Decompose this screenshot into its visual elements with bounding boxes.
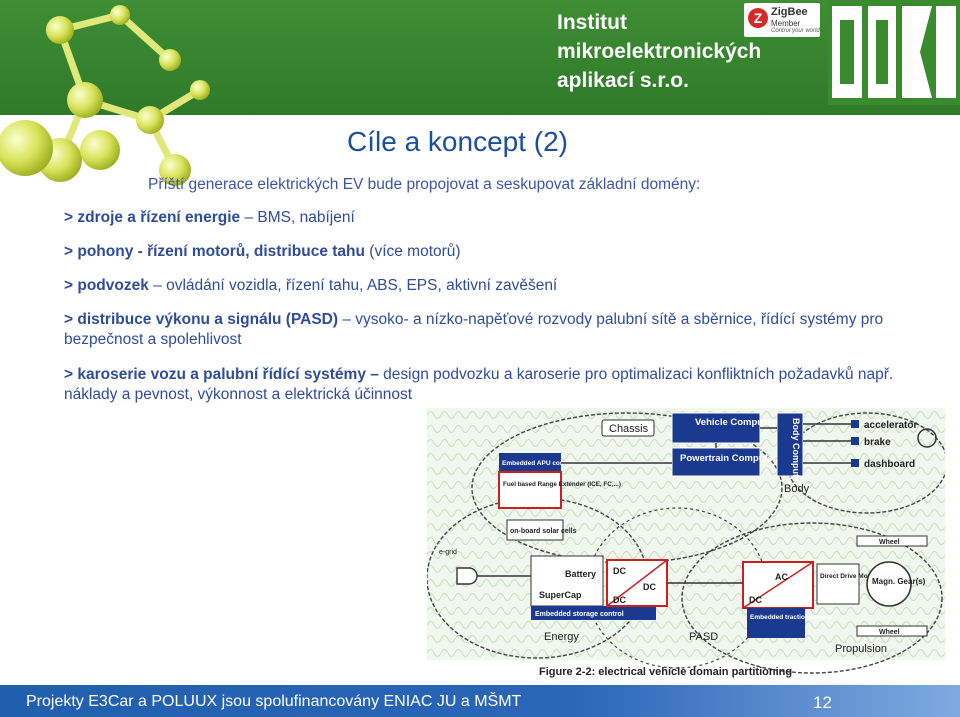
traction-control-box: [747, 608, 805, 638]
institute-name: Institut mikroelektronických aplikací s.…: [557, 8, 761, 95]
figure-caption: Figure 2-2: electrical vehicle domain pa…: [539, 666, 792, 678]
dc-low-label: DC: [613, 595, 626, 605]
institute-line-1: Institut: [557, 11, 627, 34]
storage-box: [530, 555, 604, 607]
body-label: Body: [784, 483, 810, 495]
rear-wheel: [856, 625, 928, 637]
zigbee-member: Member: [771, 19, 801, 28]
solar-cells-label: on-board solar cells: [510, 528, 577, 535]
steering-wheel-icon: [917, 428, 937, 448]
magn-gear-label: Magn. Gear(s): [872, 577, 926, 586]
bullet-energy-bold: > zdroje a řízení energie: [64, 209, 241, 226]
solar-cells-box: [506, 519, 564, 541]
direct-drive-box: [816, 563, 860, 605]
rear-wheel-label: Wheel: [879, 629, 900, 636]
institute-logo-icon: [828, 0, 960, 105]
institute-line-3: aplikací s.r.o.: [557, 69, 689, 92]
zigbee-name: ZigBee: [771, 6, 808, 18]
accelerator-marker: [851, 420, 859, 428]
battery-label: Battery: [565, 569, 596, 579]
front-wheel-label: Wheel: [879, 539, 900, 546]
bullet-energy: > zdroje a řízení energie – BMS, nabíjen…: [64, 208, 355, 228]
bullet-energy-rest: – BMS, nabíjení: [240, 209, 355, 226]
intro-text: Příští generace elektrických EV bude pro…: [148, 176, 701, 193]
vehicle-computer-label: Vehicle Computer: [695, 417, 776, 428]
powertrain-computer-label: Powertrain Computer: [680, 453, 777, 464]
zigbee-tagline: Control your world: [771, 28, 820, 34]
page-number: 12: [813, 693, 832, 712]
propulsion-domain: [681, 522, 943, 674]
pasd-label: PASD: [689, 631, 718, 643]
footer-bar: [0, 685, 960, 717]
energy-label: Energy: [544, 631, 579, 643]
chassis-label: Chassis: [609, 423, 649, 435]
bullet-chassis-bold: > podvozek: [64, 277, 149, 294]
apu-control-label: Embedded APU control: [502, 460, 575, 467]
bullet-chassis-rest: – ovládání vozidla, řízení tahu, ABS, EP…: [148, 277, 558, 294]
bullet-chassis: > podvozek – ovládání vozidla, řízení ta…: [64, 276, 557, 296]
body-computer-box: [776, 412, 804, 477]
range-extender-box: [498, 471, 562, 509]
institute-line-2: mikroelektronických: [557, 40, 762, 63]
bullet-pasd: > distribuce výkonu a signálu (PASD) – v…: [64, 310, 944, 350]
brake-label: brake: [864, 437, 891, 448]
front-wheel: [856, 535, 928, 547]
inverter-dc-label: DC: [749, 595, 762, 605]
zigbee-logo-icon: Z: [748, 8, 768, 28]
bullet-body: > karoserie vozu a palubní řídící systém…: [64, 365, 944, 405]
footer-text: Projekty E3Car a POLUUX jsou spolufinanc…: [26, 693, 522, 710]
bullet-pasd-rest: – vysoko- a nízko-napěťové rozvody palub…: [64, 311, 884, 348]
dashboard-label: dashboard: [864, 459, 915, 470]
storage-control-box: [531, 606, 656, 620]
accelerator-label: accelerator: [864, 420, 917, 431]
bullet-drives-bold: > pohony - řízení motorů, distribuce tah…: [64, 243, 365, 260]
bullet-body-bold: > karoserie vozu a palubní řídící systém…: [64, 366, 379, 383]
plug-icon: [456, 567, 478, 585]
powertrain-computer-box: [671, 447, 761, 477]
slide-title: Cíle a koncept (2): [347, 126, 568, 157]
direct-drive-label: Direct Drive Motor(s): [820, 573, 884, 580]
domain-partitioning-figure: Chassis Vehicle Computer Powertrain Comp…: [427, 408, 945, 680]
brake-marker: [851, 437, 859, 445]
dashboard-marker: [851, 459, 859, 467]
egrid-label: e-grid: [439, 549, 457, 556]
storage-control-label: Embedded storage control: [535, 611, 624, 618]
bullet-drives: > pohony - řízení motorů, distribuce tah…: [64, 242, 461, 262]
ac-label: AC: [775, 572, 788, 582]
molecule-graphic: [0, 5, 210, 186]
propulsion-label: Propulsion: [835, 643, 887, 655]
range-extender-label: Fuel based Range Extender (ICE, FC,...): [503, 481, 621, 488]
magn-gear-icon: [866, 561, 912, 607]
body-computer-label: Body Computer: [791, 418, 801, 486]
bullet-body-rest: design podvozku a karoserie pro optimali…: [64, 366, 894, 403]
zigbee-member-badge: Z ZigBee Member Control your world: [744, 3, 820, 37]
dc-out-label: DC: [643, 582, 656, 592]
bullet-pasd-bold: > distribuce výkonu a signálu (PASD): [64, 311, 339, 328]
supercap-label: SuperCap: [539, 590, 582, 600]
apu-control-box: [499, 453, 561, 471]
dc-in-label: DC: [613, 566, 626, 576]
traction-control-label: Embedded traction control: [750, 614, 833, 621]
bullet-drives-rest: (více motorů): [364, 243, 461, 260]
